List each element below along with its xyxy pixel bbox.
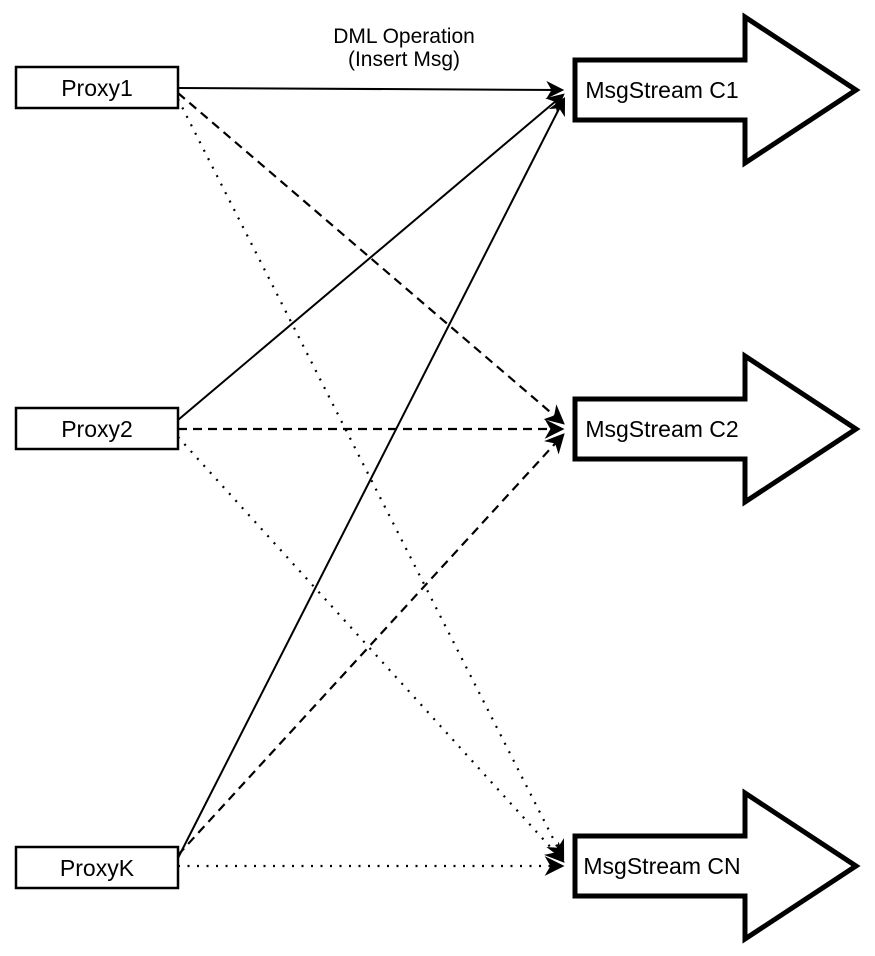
proxy-node-proxy2: Proxy2 <box>14 406 180 451</box>
msgstream-c1-label: MsgStream C1 <box>585 77 738 103</box>
msgstream-c2-arrow-shape <box>572 351 861 507</box>
msgstream-c1-arrow-shape <box>572 12 861 168</box>
edge-proxy1-c1-solid <box>177 80 565 99</box>
msgstream-cn-arrow-shape <box>572 788 861 944</box>
proxy2-label: Proxy2 <box>61 416 133 442</box>
msgstream-c2-label: MsgStream C2 <box>585 416 738 442</box>
edge-proxy2-c1-solid <box>177 93 565 421</box>
stream-node-c1: MsgStream C1 <box>572 12 861 168</box>
proxy1-box <box>14 65 180 110</box>
diagram-title-line1: DML Operation <box>333 25 475 48</box>
proxyk-box <box>14 845 180 890</box>
proxy1-label: Proxy1 <box>61 75 133 101</box>
edge-proxy1-c2-dashed <box>177 92 565 425</box>
edge-proxyk-c1-solid <box>177 96 566 859</box>
stream-node-cn: MsgStream CN <box>572 788 861 944</box>
proxy-node-proxy1: Proxy1 <box>14 65 180 110</box>
edge-proxyk-c2-dashed <box>177 433 565 856</box>
edge-proxy2-cn-dotted <box>177 436 565 863</box>
stream-node-c2: MsgStream C2 <box>572 351 861 507</box>
proxy2-box <box>14 406 180 451</box>
edge-group <box>177 80 566 876</box>
proxy-node-proxyk: ProxyK <box>14 845 180 890</box>
diagram-title-line2: (Insert Msg) <box>348 48 460 71</box>
msgstream-cn-label: MsgStream CN <box>583 853 740 879</box>
proxyk-label: ProxyK <box>60 855 135 881</box>
